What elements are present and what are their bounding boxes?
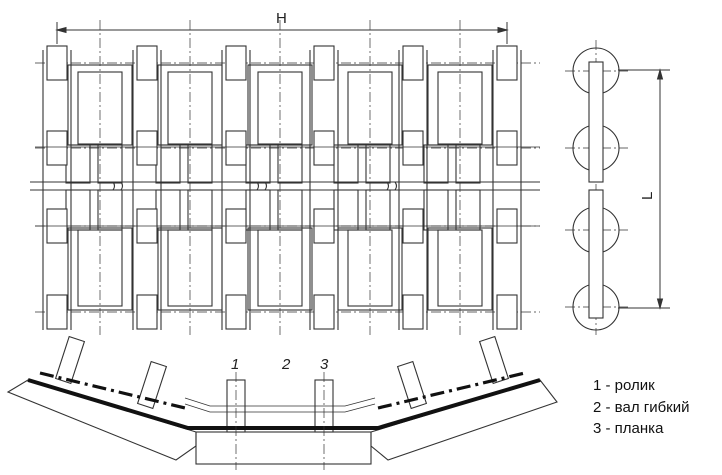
- plan-view: [30, 20, 540, 335]
- plank-frame: [427, 227, 493, 311]
- roller: [225, 130, 247, 166]
- break-mark: [386, 181, 398, 191]
- link-plate: [97, 189, 123, 231]
- roller: [136, 294, 158, 330]
- link-plate: [187, 144, 213, 184]
- roller: [496, 45, 518, 81]
- link-plate: [365, 144, 391, 184]
- plank-inner: [347, 71, 393, 145]
- roller: [46, 130, 68, 166]
- roller: [46, 294, 68, 330]
- roller: [496, 130, 518, 166]
- link-plate: [97, 144, 123, 184]
- break-mark: [112, 181, 124, 191]
- flexible-shaft-section: [184, 397, 376, 407]
- roller: [402, 294, 424, 330]
- roller: [136, 45, 158, 81]
- inclined-roller: [54, 335, 86, 385]
- plank-inner: [77, 71, 123, 145]
- link-plate: [455, 144, 481, 184]
- roller: [225, 45, 247, 81]
- inclined-roller: [136, 360, 168, 410]
- roller: [402, 45, 424, 81]
- legend: 1 - ролик 2 - вал гибкий 3 - планка: [593, 375, 718, 440]
- side-plank: [588, 189, 604, 319]
- roller: [313, 45, 335, 81]
- link-plate: [423, 144, 449, 184]
- link-plate: [277, 144, 303, 184]
- dimension-l-label: L: [639, 192, 656, 200]
- section-number-1: 1: [231, 356, 239, 373]
- link-plate: [365, 189, 391, 231]
- belt: [27, 378, 541, 430]
- roller: [402, 130, 424, 166]
- dimension-l: [618, 68, 670, 310]
- link-plate: [277, 189, 303, 231]
- link-plate: [65, 189, 91, 231]
- inclined-roller: [396, 360, 428, 410]
- flexible-shaft-section: [184, 403, 376, 413]
- plank-inner: [167, 71, 213, 145]
- plank-frame: [247, 227, 313, 311]
- shaft-dashdot: [377, 371, 526, 410]
- link-plate: [155, 144, 181, 184]
- inclined-roller: [478, 335, 510, 385]
- break-mark: [256, 181, 268, 191]
- roller: [136, 130, 158, 166]
- cross-section: [6, 335, 558, 470]
- dimension-h: [55, 22, 509, 44]
- link-plate: [187, 189, 213, 231]
- plank-frame: [67, 227, 133, 311]
- legend-item-roller: 1 - ролик: [593, 377, 655, 394]
- roller: [225, 294, 247, 330]
- dimension-h-label: H: [276, 10, 287, 27]
- roller: [496, 294, 518, 330]
- left-base: [6, 379, 197, 461]
- side-view: [565, 40, 628, 335]
- legend-item-flexible-shaft: 2 - вал гибкий: [593, 398, 690, 416]
- roller: [46, 45, 68, 81]
- plank-inner: [257, 71, 303, 145]
- center-base: [195, 431, 372, 465]
- shaft-dashdot: [39, 371, 186, 410]
- plank-inner: [437, 71, 483, 145]
- roller: [313, 294, 335, 330]
- legend-item-plate: 3 - планка: [593, 420, 664, 437]
- section-number-2: 2: [281, 356, 291, 373]
- link-plate: [423, 189, 449, 231]
- side-plank: [588, 61, 604, 183]
- link-plate: [155, 189, 181, 231]
- section-number-3: 3: [320, 356, 329, 373]
- roller: [313, 130, 335, 166]
- link-plate: [455, 189, 481, 231]
- link-plate: [65, 144, 91, 184]
